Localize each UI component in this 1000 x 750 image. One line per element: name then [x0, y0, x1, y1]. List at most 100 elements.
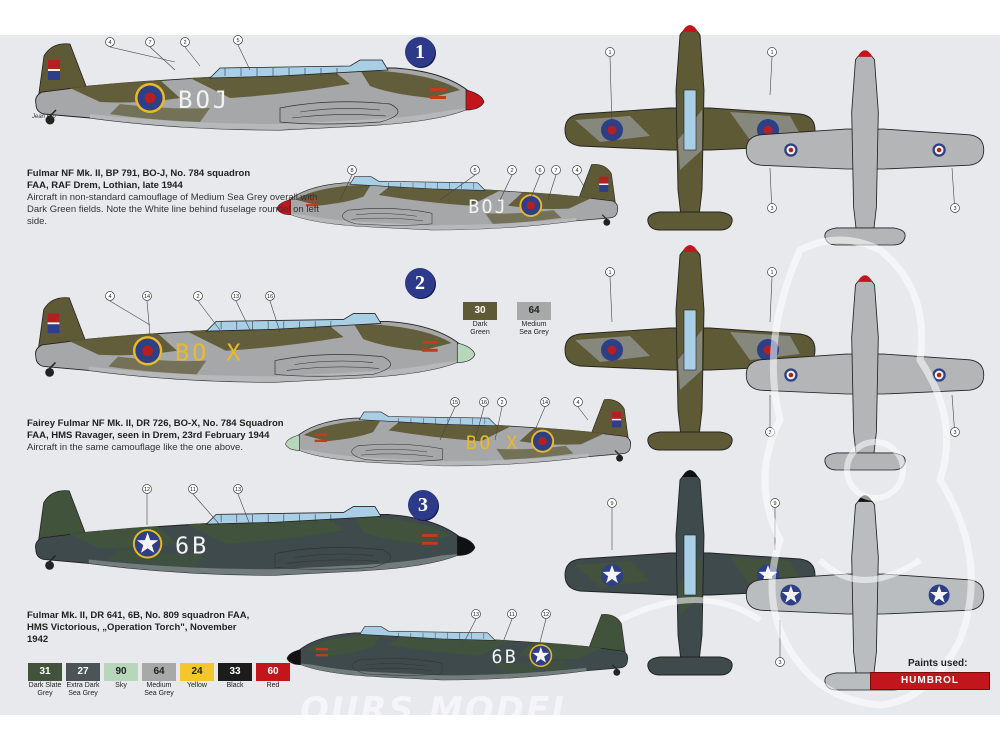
code-letters: BOJ: [178, 86, 230, 114]
canopy: [359, 626, 496, 641]
callout-circle: [145, 37, 155, 47]
fin-flash: [47, 322, 60, 325]
star: [781, 585, 800, 603]
callout-number: 7: [554, 168, 557, 174]
tailplane: [647, 211, 733, 231]
callout-circle: [231, 291, 241, 301]
swatch-name: Dark Green: [470, 321, 490, 336]
callout-number: 5: [473, 168, 476, 174]
callout-leader: [269, 300, 281, 333]
callout-marker: 8: [339, 165, 357, 201]
callout-circle: [105, 37, 115, 47]
paint-swatch-medium-sea-grey: 64 Medium Sea Grey: [517, 302, 551, 337]
title-line: FAA, RAF Drem, Lothian, late 1944: [27, 180, 183, 191]
wing-root: [352, 658, 443, 676]
profile-title: Fulmar NF Mk. II, BP 791, BO-J, No. 784 …: [27, 168, 327, 192]
fin-flash: [47, 324, 60, 334]
callout-circle: [450, 397, 460, 407]
callout-leader: [109, 46, 176, 63]
side-profile: BOJ: [276, 164, 619, 231]
swatch-name: Dark Slate Grey: [28, 682, 62, 697]
profile-number-badge: 1: [405, 37, 435, 67]
canopy: [358, 411, 498, 427]
callout-leader: [459, 618, 477, 651]
callout-circle: [479, 397, 489, 407]
camo-pattern: [388, 418, 512, 442]
spinner: [682, 245, 698, 252]
callout-circle: [233, 484, 243, 494]
callout-leader: [235, 300, 251, 331]
callout-leader: [609, 56, 613, 126]
code-letters: 6B: [175, 532, 209, 560]
callout-circle: [347, 165, 357, 175]
callout-number: 16: [481, 400, 487, 406]
callout-marker: 4: [573, 397, 589, 421]
wing-panel-line: [365, 663, 427, 667]
fin-flash: [599, 183, 609, 186]
exhaust: [305, 198, 318, 201]
roundel: [788, 372, 794, 378]
spinner: [682, 470, 698, 477]
callout-marker: 3: [950, 394, 960, 438]
callout-circle: [470, 165, 480, 175]
code-letters: BO X: [466, 433, 520, 454]
swatch-chip: 90: [104, 663, 138, 681]
fin-flash: [611, 418, 622, 421]
callout-circle: [188, 484, 198, 494]
profile-number-badge: 2: [405, 268, 435, 298]
tailplane: [647, 431, 733, 451]
canopy: [205, 506, 382, 525]
callout-number: 15: [452, 400, 458, 406]
callout-number: 4: [108, 294, 111, 300]
title-line: HMS Victorious, „Operation Torch", Novem…: [27, 622, 237, 633]
callout-leader: [577, 406, 589, 421]
callout-number: 2: [183, 40, 186, 46]
wing-panel-line: [294, 360, 374, 365]
wing-panel-line: [291, 114, 387, 119]
callout-leader: [146, 300, 151, 336]
callout-circle: [775, 657, 785, 667]
callout-leader: [576, 174, 586, 189]
title-line: Fulmar NF Mk. II, BP 791, BO-J, No. 784 …: [27, 168, 251, 179]
belly-panel: [88, 360, 462, 383]
callout-marker: 2: [180, 37, 201, 67]
callout-number: 13: [473, 612, 479, 618]
code-letters: BOJ: [468, 197, 508, 218]
callout-marker: 2: [193, 291, 221, 331]
plan-view: [745, 50, 985, 246]
roundel: [788, 147, 794, 153]
callout-circle: [233, 35, 243, 45]
callout-marker: 16: [474, 397, 489, 441]
side-profile: 6B: [286, 614, 629, 681]
tail-wheel: [45, 367, 55, 377]
belly-panel: [296, 448, 589, 466]
callout-number: 1: [770, 50, 773, 56]
callout-marker: 11: [499, 609, 517, 651]
swatch-chip: 30: [463, 302, 497, 320]
callout-number: 5: [236, 38, 239, 44]
callout-number: 3: [778, 660, 781, 666]
roundel: [763, 125, 773, 135]
tail-wheel: [45, 560, 55, 570]
callout-number: 12: [543, 612, 549, 618]
tail-wheel: [603, 218, 611, 226]
wing-panel-line: [365, 448, 428, 453]
pilot-name: Jean Hip: [31, 114, 56, 120]
watermark-outline: [618, 597, 762, 623]
callout-leader: [769, 56, 773, 96]
side-profile: 6B: [35, 490, 476, 576]
callout-marker: 7: [547, 165, 561, 201]
profile-caption: Fulmar NF Mk. II, BP 791, BO-J, No. 784 …: [27, 168, 327, 228]
callout-leader: [439, 406, 456, 441]
callout-leader: [439, 174, 476, 201]
camo-pattern: [496, 445, 574, 460]
swatch-chip: 24: [180, 663, 214, 681]
tailplane: [824, 452, 906, 471]
spinner: [285, 434, 300, 451]
roundel: [936, 372, 942, 378]
